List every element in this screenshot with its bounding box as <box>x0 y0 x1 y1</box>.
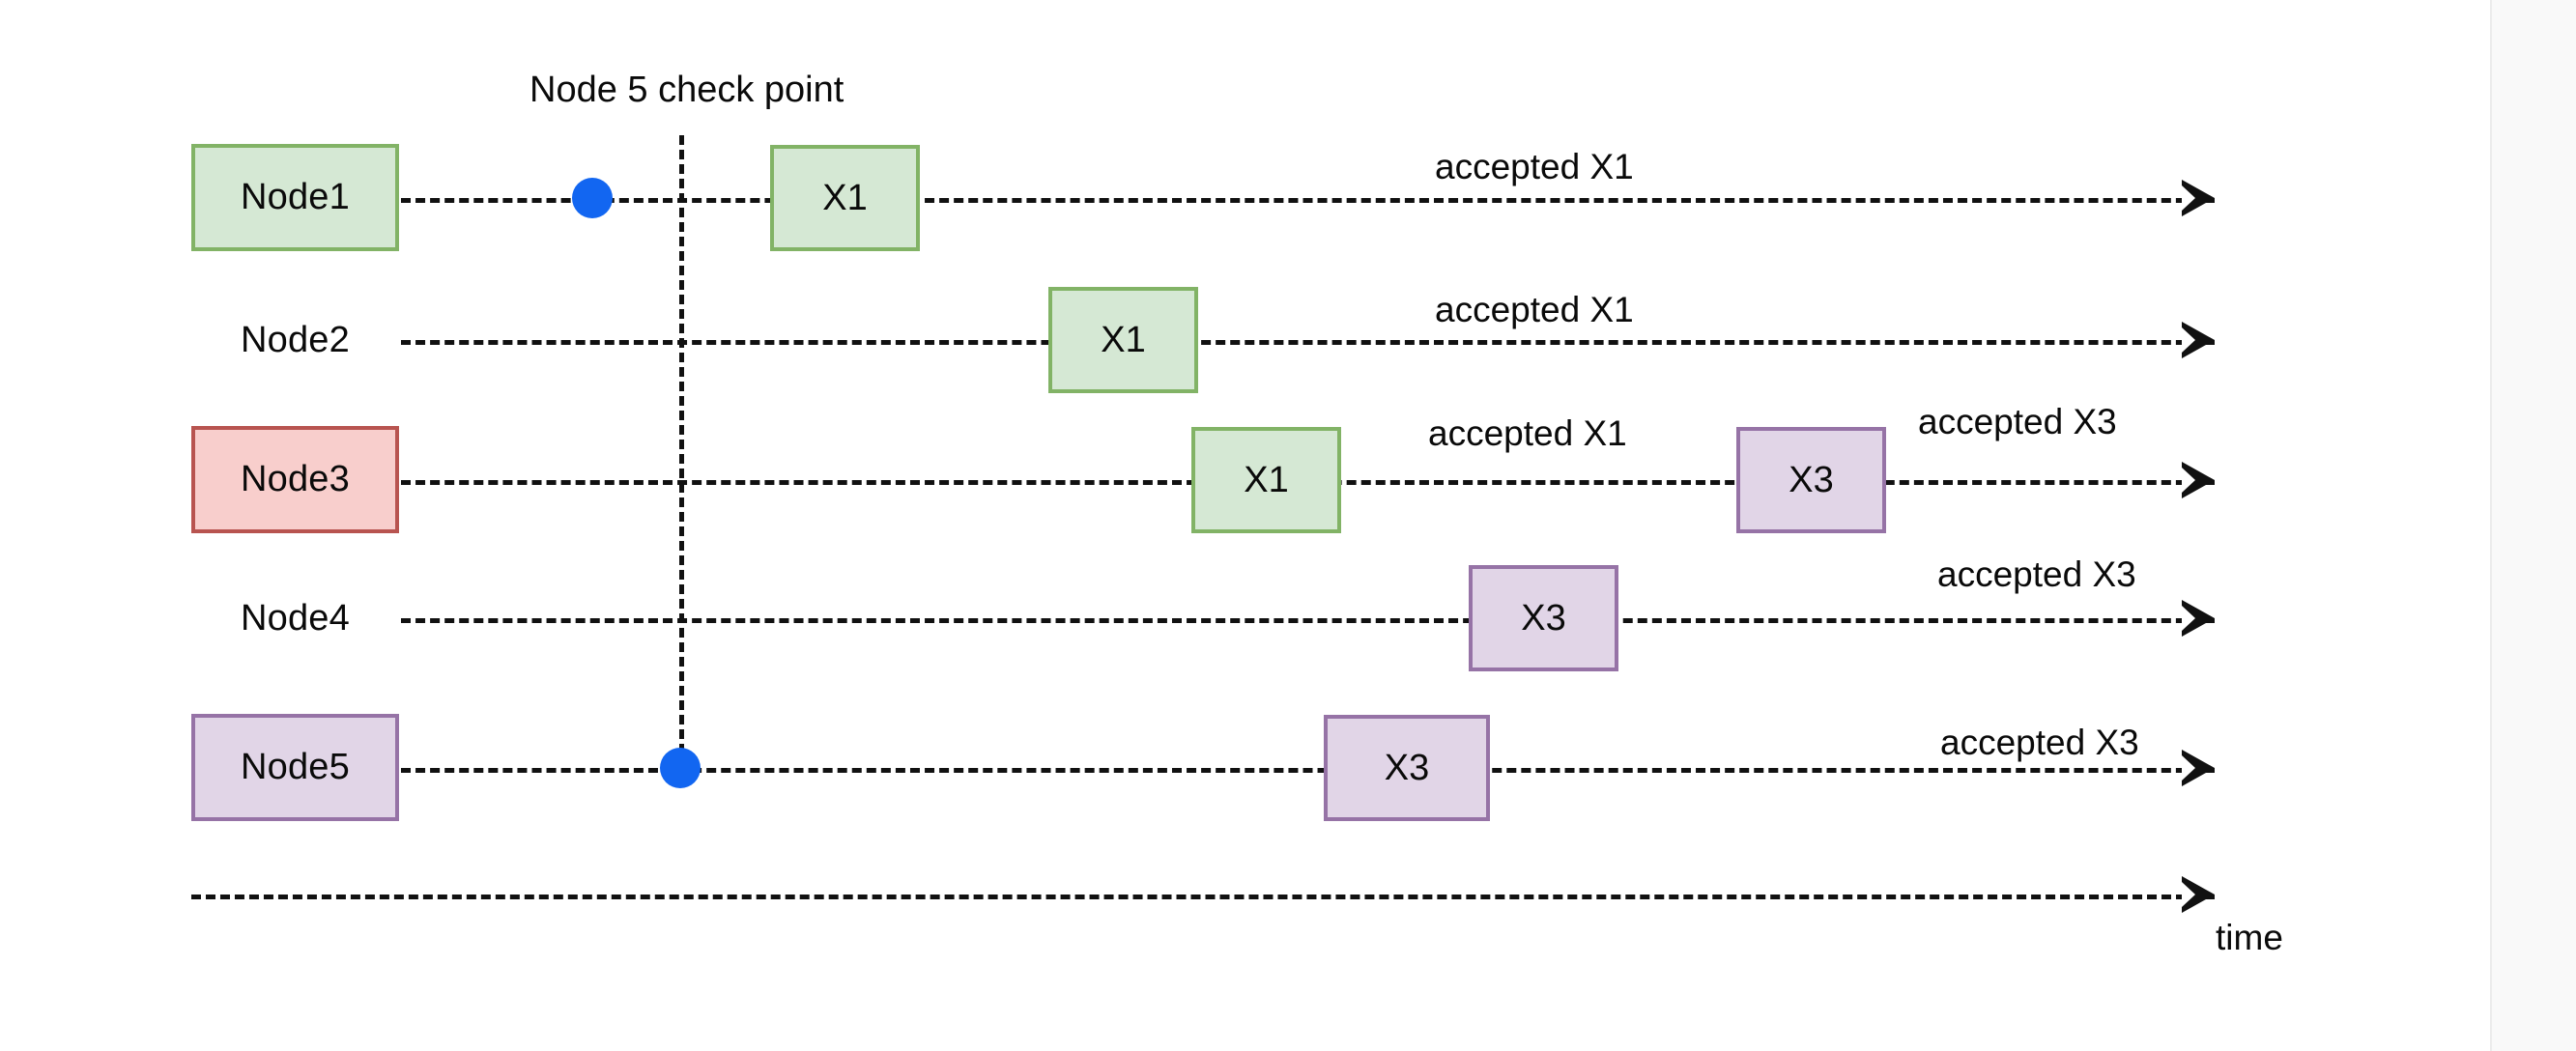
annotation-node3-accepted-x3: accepted X3 <box>1918 402 2117 441</box>
node-label-box-node4[interactable]: Node4 <box>191 565 399 672</box>
message-label: X1 <box>1244 459 1289 500</box>
message-box-node3-x1[interactable]: X1 <box>1191 427 1341 533</box>
annotation-node2-accepted-x1: accepted X1 <box>1435 290 1634 329</box>
message-box-node5-x3[interactable]: X3 <box>1324 715 1490 821</box>
node-label-node3: Node3 <box>241 459 350 499</box>
time-axis-line <box>191 895 2215 899</box>
annotation-node1-accepted-x1: accepted X1 <box>1435 147 1634 186</box>
timeline-arrow-notch-node1 <box>2182 185 2195 211</box>
annotation-node3-accepted-x1: accepted X1 <box>1428 413 1627 453</box>
message-label: X3 <box>1789 459 1834 500</box>
message-box-node1-x1[interactable]: X1 <box>770 145 920 251</box>
timeline-arrow-notch-node5 <box>2182 755 2195 781</box>
checkpoint-dot-node1[interactable] <box>572 178 613 218</box>
node-box-node5[interactable]: Node5 <box>191 714 399 821</box>
message-label: X3 <box>1521 597 1566 639</box>
message-box-node4-x3[interactable]: X3 <box>1469 565 1618 671</box>
timeline-node5 <box>401 768 2215 773</box>
message-label: X1 <box>1101 319 1146 360</box>
time-axis-label: time <box>2216 918 2283 957</box>
timeline-arrow-notch-node2 <box>2182 327 2195 353</box>
message-label: X3 <box>1384 747 1430 788</box>
node-label-node1: Node1 <box>241 177 350 217</box>
right-side-panel <box>2490 0 2576 1051</box>
node-box-node1[interactable]: Node1 <box>191 144 399 251</box>
timeline-arrow-notch-node4 <box>2182 606 2195 631</box>
annotation-node5-accepted-x3: accepted X3 <box>1940 723 2139 762</box>
timeline-node2 <box>401 340 2215 345</box>
time-axis-arrow-notch <box>2182 882 2195 907</box>
node-label-node4: Node4 <box>241 598 350 639</box>
checkpoint-dot-node5[interactable] <box>660 748 701 788</box>
timeline-node1 <box>401 198 2215 203</box>
message-box-node2-x1[interactable]: X1 <box>1048 287 1198 393</box>
message-box-node3-x3[interactable]: X3 <box>1736 427 1886 533</box>
node-label-node5: Node5 <box>241 747 350 787</box>
message-label: X1 <box>822 177 868 218</box>
node-label-box-node2[interactable]: Node2 <box>191 287 399 394</box>
checkpoint-label: Node 5 check point <box>530 70 844 110</box>
annotation-node4-accepted-x3: accepted X3 <box>1937 554 2136 594</box>
checkpoint-vertical-line <box>679 135 684 768</box>
node-box-node3[interactable]: Node3 <box>191 426 399 533</box>
timeline-arrow-notch-node3 <box>2182 468 2195 493</box>
timeline-node4 <box>401 618 2215 623</box>
node-label-node2: Node2 <box>241 320 350 360</box>
